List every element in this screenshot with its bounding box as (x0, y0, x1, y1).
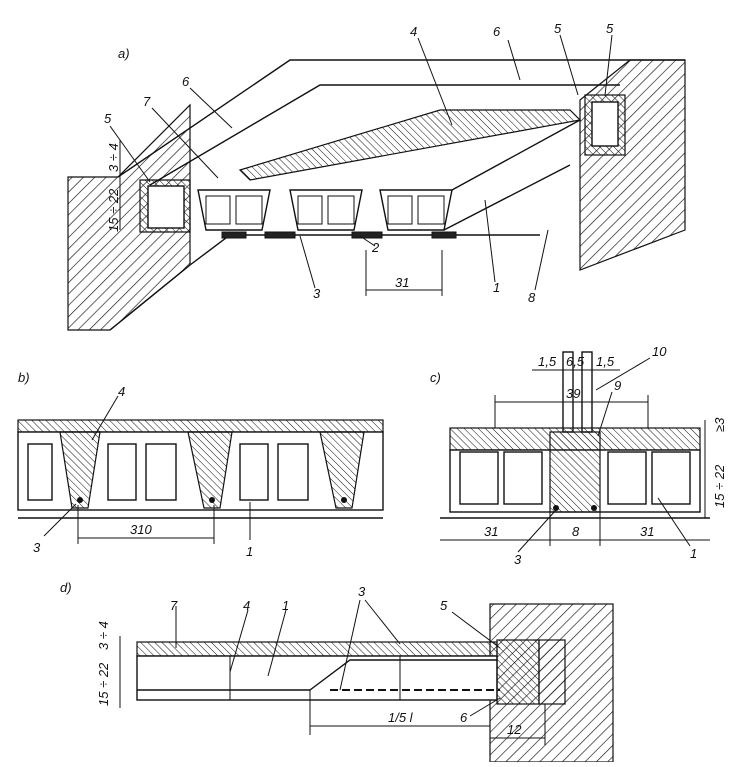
dim-ge3: ≥3 (712, 417, 727, 432)
callout-1: 1 (246, 544, 253, 559)
callout-7: 7 (143, 94, 151, 109)
callout-6: 6 (493, 24, 501, 39)
dim-31: 31 (395, 275, 409, 290)
view-b: b) 4 3 310 1 (17, 370, 384, 559)
joint-beam (549, 431, 601, 513)
dim-1-5-left: 1,5 (538, 354, 557, 369)
topping-d (136, 641, 498, 657)
dim-3-4: 3 ÷ 4 (106, 143, 121, 172)
callout-3: 3 (514, 552, 522, 567)
dim-31-right: 31 (640, 524, 654, 539)
callout-4: 4 (410, 24, 417, 39)
bearing-pad (221, 231, 247, 239)
callout-6: 6 (460, 710, 468, 725)
rebar-cage-left (562, 351, 574, 433)
callout-5: 5 (104, 111, 112, 126)
right-wall (579, 59, 686, 271)
rebar-bent (309, 659, 497, 691)
callout-7: 7 (170, 598, 178, 613)
topping-b (17, 419, 384, 433)
topping-strip (238, 109, 582, 181)
callout-3: 3 (358, 584, 366, 599)
dim-12: 12 (507, 722, 522, 737)
dim-1-5-l: 1/5 l (388, 710, 414, 725)
dim-15-22: 15 ÷ 22 (106, 188, 121, 232)
dim-15-22: 15 ÷ 22 (712, 464, 727, 508)
view-d: d) 7 4 1 3 5 6 1/5 l 12 3 ÷ 4 15 ÷ 22 (60, 580, 614, 763)
dim-31-left: 31 (484, 524, 498, 539)
callout-6: 6 (182, 74, 190, 89)
callout-5: 5 (440, 598, 448, 613)
callout-2: 2 (371, 240, 380, 255)
dim-8: 8 (572, 524, 580, 539)
callout-4: 4 (118, 384, 125, 399)
planks-b (27, 431, 365, 509)
label-c: c) (430, 370, 441, 385)
callout-1: 1 (690, 546, 697, 561)
planks-a (197, 119, 581, 231)
callout-1: 1 (493, 280, 500, 295)
rebar-cage-right (581, 351, 593, 433)
dim-3-4: 3 ÷ 4 (96, 621, 111, 650)
dim-6-5: 6,5 (566, 354, 585, 369)
callout-5: 5 (606, 21, 614, 36)
callout-8: 8 (528, 290, 536, 305)
callout-4: 4 (243, 598, 250, 613)
dim-15-22: 15 ÷ 22 (96, 662, 111, 706)
topping-outline (117, 59, 685, 178)
view-a: a) 4 6 5 5 6 7 5 2 3 31 1 8 3 ÷ 4 15 ÷ 2… (67, 21, 686, 331)
label-a: a) (118, 46, 130, 61)
callout-3: 3 (33, 540, 41, 555)
dim-310: 310 (130, 522, 152, 537)
callout-3: 3 (313, 286, 321, 301)
callout-1: 1 (282, 598, 289, 613)
dim-39: 39 (566, 386, 580, 401)
view-c: c) 1,5 6,5 1,5 10 39 9 ≥3 15 ÷ 22 31 8 3… (430, 344, 727, 567)
end-beam (496, 639, 540, 705)
callout-9: 9 (614, 378, 621, 393)
label-d: d) (60, 580, 72, 595)
callout-10: 10 (652, 344, 667, 359)
dim-1-5-right: 1,5 (596, 354, 615, 369)
label-b: b) (18, 370, 30, 385)
callout-5: 5 (554, 21, 562, 36)
